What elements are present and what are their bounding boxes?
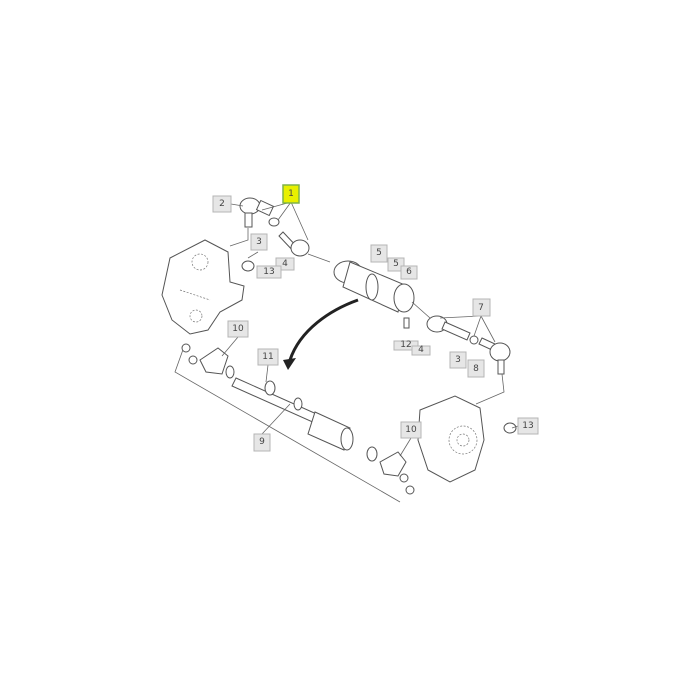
direction-arrow xyxy=(288,298,359,361)
svg-text:2: 2 xyxy=(219,199,225,209)
svg-text:5: 5 xyxy=(393,259,399,269)
svg-text:9: 9 xyxy=(259,437,265,447)
callout-2[interactable]: 2 xyxy=(212,195,232,213)
callout-11[interactable]: 11 xyxy=(257,348,279,366)
callout-3[interactable]: 3 xyxy=(449,351,467,369)
svg-text:12: 12 xyxy=(400,340,411,350)
svg-text:10: 10 xyxy=(232,324,244,334)
arrow-head xyxy=(283,358,296,370)
svg-text:13: 13 xyxy=(522,421,533,431)
left-steering-knuckle xyxy=(161,239,245,335)
leader-lines xyxy=(221,201,519,457)
callout-1[interactable]: 1 xyxy=(282,184,300,204)
callout-10[interactable]: 10 xyxy=(400,421,422,439)
callout-13[interactable]: 13 xyxy=(256,265,282,279)
callout-10[interactable]: 10 xyxy=(227,320,249,338)
svg-text:6: 6 xyxy=(406,267,412,277)
svg-text:4: 4 xyxy=(282,259,288,269)
svg-text:3: 3 xyxy=(256,237,262,247)
svg-text:1: 1 xyxy=(288,189,294,199)
svg-text:7: 7 xyxy=(478,303,484,313)
callout-9[interactable]: 9 xyxy=(253,433,271,452)
callout-5[interactable]: 5 xyxy=(387,257,405,272)
svg-text:8: 8 xyxy=(473,364,479,374)
callout-13[interactable]: 13 xyxy=(517,417,539,435)
lower-shaft-assembly xyxy=(174,343,415,503)
svg-text:10: 10 xyxy=(405,425,417,435)
callout-5[interactable]: 5 xyxy=(370,244,388,263)
right-steering-knuckle xyxy=(417,395,517,483)
svg-text:13: 13 xyxy=(263,267,274,277)
callout-3[interactable]: 3 xyxy=(250,233,268,251)
steering-cylinder xyxy=(307,253,431,329)
svg-text:5: 5 xyxy=(376,248,382,258)
right-tie-rod-end xyxy=(426,315,511,405)
callout-4[interactable]: 4 xyxy=(411,345,431,356)
callout-7[interactable]: 7 xyxy=(472,298,491,317)
left-tie-rod-end xyxy=(229,197,310,272)
svg-text:4: 4 xyxy=(418,345,424,355)
callout-6[interactable]: 6 xyxy=(400,265,418,280)
svg-text:11: 11 xyxy=(262,352,273,362)
callout-8[interactable]: 8 xyxy=(467,359,485,378)
svg-text:3: 3 xyxy=(455,355,461,365)
